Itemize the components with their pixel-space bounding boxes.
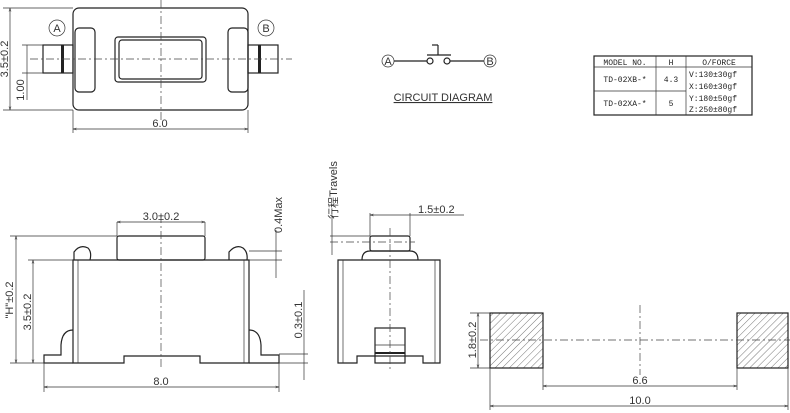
row-h: 5	[669, 100, 674, 109]
dim-terminal-width: 1.00	[15, 79, 27, 100]
dim-travel-max: 0.4Max	[273, 196, 285, 233]
front-view: 3.0±0.2 0.4Max "H"±0.2 3.5±0.2 0.3±0.1 8…	[4, 196, 308, 392]
dim-pad: 1.8±0.2	[467, 322, 479, 359]
pad-right	[736, 312, 789, 369]
circuit-a-label: A	[384, 56, 392, 68]
dim-length: 8.0	[153, 376, 168, 388]
dim-gap: 6.6	[632, 375, 647, 387]
dim-top-height: 3.5±0.2	[0, 41, 11, 78]
dim-side-button: 1.5±0.2	[418, 204, 455, 216]
travels-label: 行程Travels	[327, 161, 340, 219]
dim-h: "H"±0.2	[4, 281, 16, 318]
top-view: A B 3.5±0.2 1.00 6.0	[0, 0, 292, 133]
force-y: Y:180±50gf	[689, 95, 737, 104]
side-view: 行程Travels 1.5±0.2	[327, 161, 464, 370]
row-h: 4.3	[664, 76, 679, 85]
terminal-a-label: A	[53, 23, 61, 35]
header-model: MODEL NO.	[603, 59, 646, 68]
row-model: TD-02XB-*	[603, 76, 646, 85]
header-force: O/FORCE	[702, 59, 736, 68]
circuit-title: CIRCUIT DIAGRAM	[394, 92, 493, 104]
force-z: Z:250±80gf	[689, 106, 737, 115]
dim-total: 10.0	[629, 395, 650, 407]
dim-body-height: 3.5±0.2	[22, 294, 34, 331]
circuit-b-label: B	[486, 56, 493, 68]
dim-foot: 0.3±0.1	[293, 302, 305, 339]
row-model: TD-02XA-*	[603, 100, 646, 109]
dim-top-width: 6.0	[152, 118, 167, 130]
force-x: X:160±30gf	[689, 83, 737, 92]
dim-button-width: 3.0±0.2	[143, 211, 180, 223]
terminal-b-label: B	[262, 23, 269, 35]
header-h: H	[669, 59, 674, 68]
circuit-diagram: A B CIRCUIT DIAGRAM	[381, 44, 497, 104]
pad-left	[489, 312, 544, 369]
model-table: MODEL NO. H O/FORCE TD-02XB-* 4.3 TD-02X…	[593, 55, 753, 116]
pcb-footprint: 1.8±0.2 6.6 10.0	[467, 305, 790, 410]
force-v: V:130±30gf	[689, 71, 737, 80]
